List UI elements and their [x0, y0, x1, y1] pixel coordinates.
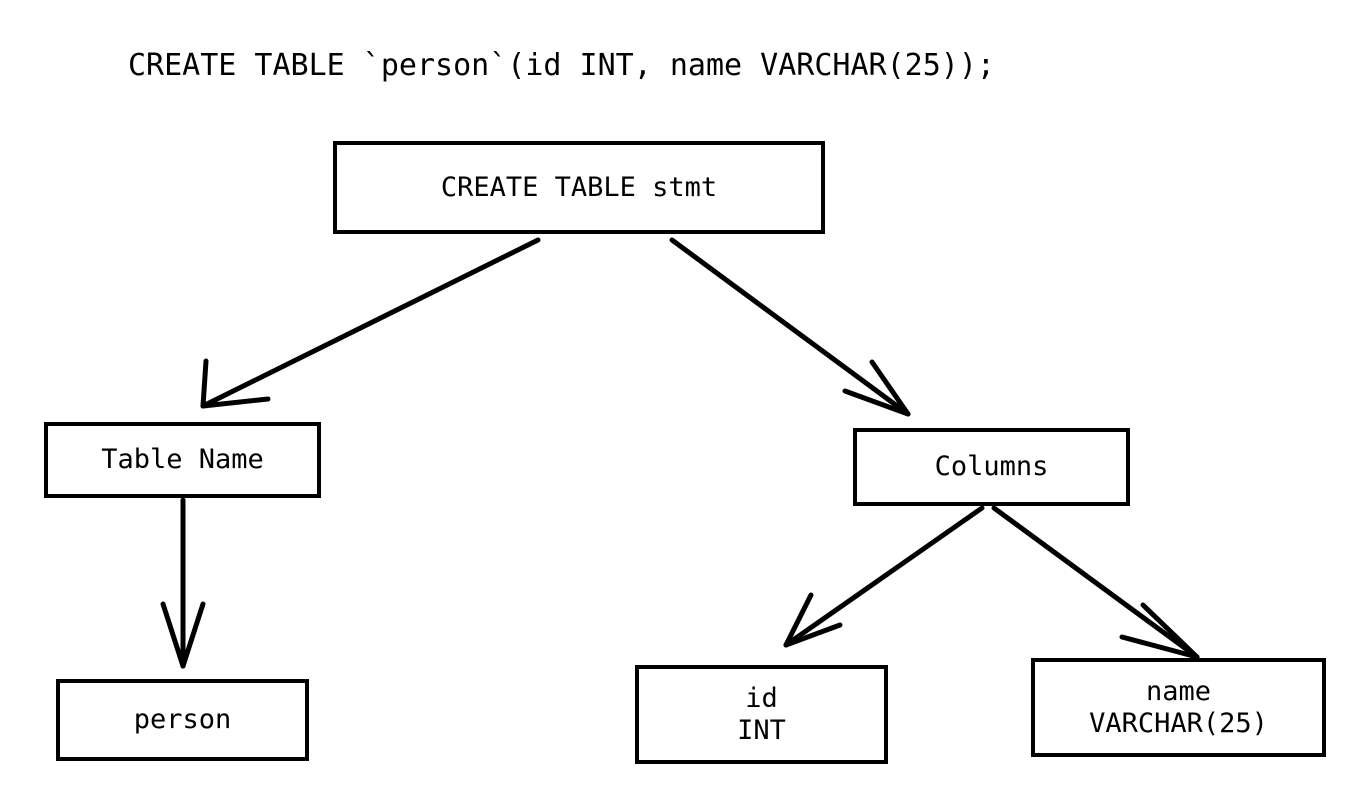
edge-columns-to-name — [991, 505, 1200, 660]
node-label: CREATE TABLE stmt — [440, 171, 718, 203]
arrowhead-stroke — [200, 396, 271, 409]
node-create-table-stmt[interactable]: CREATE TABLE stmt — [333, 141, 825, 234]
node-label: person — [133, 704, 232, 736]
node-person[interactable]: person — [56, 679, 309, 761]
arrowhead-stroke — [783, 622, 843, 648]
node-label: id — [745, 682, 778, 714]
sql-statement-caption: CREATE TABLE `person`(id INT, name VARCH… — [128, 48, 995, 83]
arrowhead-stroke — [842, 388, 911, 417]
node-label: Table Name — [101, 444, 264, 476]
edge-columns-to-id — [783, 505, 985, 648]
edge-table-name-to-person — [160, 497, 206, 669]
node-column-id[interactable]: id INT — [635, 665, 888, 764]
arrowhead-stroke — [1140, 602, 1200, 660]
arrowhead-stroke — [1119, 634, 1200, 660]
arrowhead-stroke — [783, 592, 814, 648]
node-label: name — [1145, 675, 1212, 707]
node-column-name[interactable]: name VARCHAR(25) — [1031, 658, 1326, 757]
arrowhead-stroke — [180, 601, 206, 669]
node-table-name[interactable]: Table Name — [44, 422, 321, 498]
arrowhead-stroke — [200, 358, 209, 409]
arrowhead-stroke — [160, 601, 186, 669]
node-columns[interactable]: Columns — [853, 428, 1130, 506]
node-sublabel: VARCHAR(25) — [1089, 707, 1268, 739]
arrowhead-stroke — [869, 359, 911, 417]
node-label: Columns — [934, 451, 1049, 483]
edge-root-to-table-name — [200, 237, 541, 409]
edge-root-to-columns — [669, 237, 911, 417]
node-sublabel: INT — [737, 714, 786, 746]
